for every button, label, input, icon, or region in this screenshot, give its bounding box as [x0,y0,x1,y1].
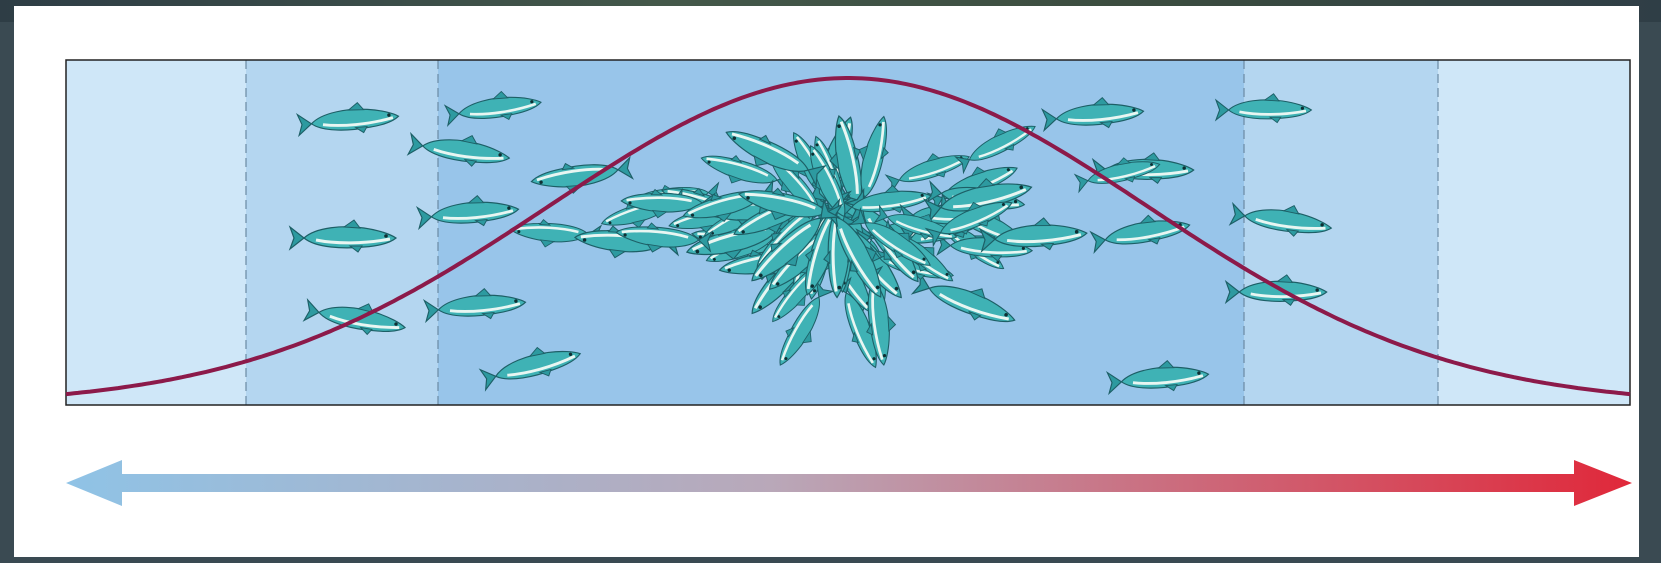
double-arrow-icon [66,460,1632,506]
zone-outer-left [66,60,246,405]
trait-arrow [66,460,1632,506]
zone-outer-right [1438,60,1630,405]
